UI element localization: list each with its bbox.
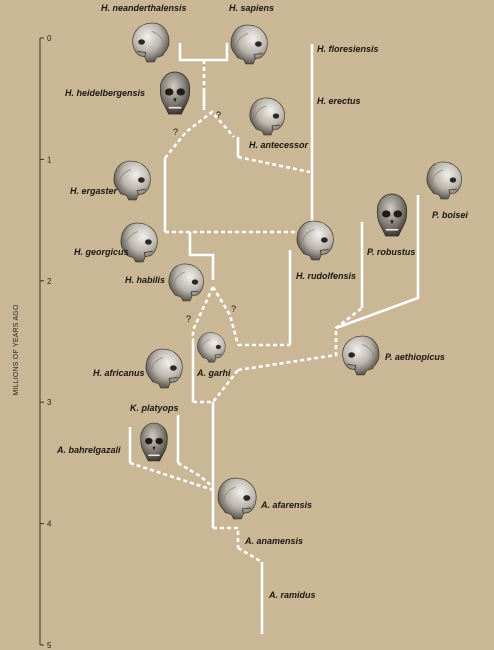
skull-africanus-icon: [145, 348, 183, 389]
axis-tick-label: 3: [47, 398, 52, 407]
label-anamensis: A. anamensis: [244, 536, 303, 546]
label-sapiens: H. sapiens: [229, 3, 274, 13]
branch-uncertain-antecessor: [163, 110, 235, 159]
branch-neanderthal-sapiens: [178, 43, 229, 62]
label-heidelbergensis: H. heidelbergensis: [65, 88, 145, 98]
skull-platyops-icon: [139, 422, 169, 462]
branch-aethiopicus-link: [237, 306, 363, 372]
label-ergaster: H. ergaster: [70, 186, 118, 196]
label-ramidus: A. ramidus: [268, 590, 316, 600]
skull-heidelbergensis-icon: [159, 71, 191, 115]
branch-habilis-uncertain-left: [191, 286, 215, 340]
question-mark: ?: [216, 110, 221, 120]
label-antecessor: H. antecessor: [249, 140, 309, 150]
branch-ramidus-link: [237, 546, 263, 564]
skull-garhi-icon: [197, 332, 226, 363]
species-labels: H. neanderthalensis H. sapiens H. flores…: [56, 3, 468, 600]
branch-georgicus: [188, 232, 215, 280]
uncertain-marks: ? ? ? ?: [173, 110, 236, 324]
label-afarensis: A. afarensis: [260, 500, 312, 510]
axis-tick-labels: 0 1 2 3 4 5: [47, 34, 52, 650]
label-erectus: H. erectus: [317, 96, 361, 106]
axis-tick-label: 2: [47, 277, 52, 286]
question-mark: ?: [173, 127, 178, 137]
skull-illustrations: [113, 22, 462, 520]
branch-platyops-link: [177, 461, 214, 488]
label-habilis: H. habilis: [125, 275, 165, 285]
axis-ticks: [40, 37, 44, 646]
axis-tick-label: 1: [47, 155, 52, 164]
skull-sapiens-icon: [230, 24, 268, 65]
branch-antecessor-erectus: [237, 155, 311, 174]
label-neanderthalensis: H. neanderthalensis: [101, 3, 187, 13]
label-platyops: K. platyops: [130, 403, 179, 413]
skull-boisei-icon: [426, 161, 462, 200]
skull-aethiopicus-icon: [342, 335, 380, 376]
skull-neanderthalensis-icon: [132, 22, 170, 63]
axis-tick-label: 5: [47, 641, 52, 650]
label-georgicus: H. georgicus: [74, 247, 129, 257]
skull-robustus-icon: [376, 193, 408, 237]
branch-boisei: [335, 195, 420, 330]
axis-label: MILLIONS OF YEARS AGO: [13, 304, 20, 396]
label-robustus: P. robustus: [367, 247, 415, 257]
skull-ergaster-icon: [113, 160, 151, 201]
label-garhi: A. garhi: [196, 368, 231, 378]
label-floresiensis: H. floresiensis: [317, 44, 379, 54]
branch-bahrelgazali-link: [129, 461, 214, 492]
label-bahrelgazali: A. bahrelgazali: [56, 445, 121, 455]
label-rudolfensis: H. rudolfensis: [296, 271, 356, 281]
skull-antecessor-icon: [249, 97, 285, 136]
question-mark: ?: [231, 304, 236, 314]
question-mark: ?: [186, 314, 191, 324]
branches: [128, 43, 420, 634]
skull-rudolfensis-icon: [296, 220, 334, 261]
axis-tick-label: 0: [47, 34, 52, 43]
axis-tick-label: 4: [47, 520, 52, 529]
label-africanus: H. africanus: [93, 368, 145, 378]
label-boisei: P. boisei: [432, 210, 468, 220]
label-aethiopicus: P. aethiopicus: [385, 352, 445, 362]
skull-habilis-icon: [168, 263, 204, 302]
branch-habilis-uncertain-right: [211, 286, 240, 346]
time-axis: 0 1 2 3 4 5 MILLIONS OF YEARS AGO: [13, 34, 52, 650]
branch-anamensis-link: [213, 526, 240, 548]
skull-afarensis-icon: [217, 477, 257, 520]
